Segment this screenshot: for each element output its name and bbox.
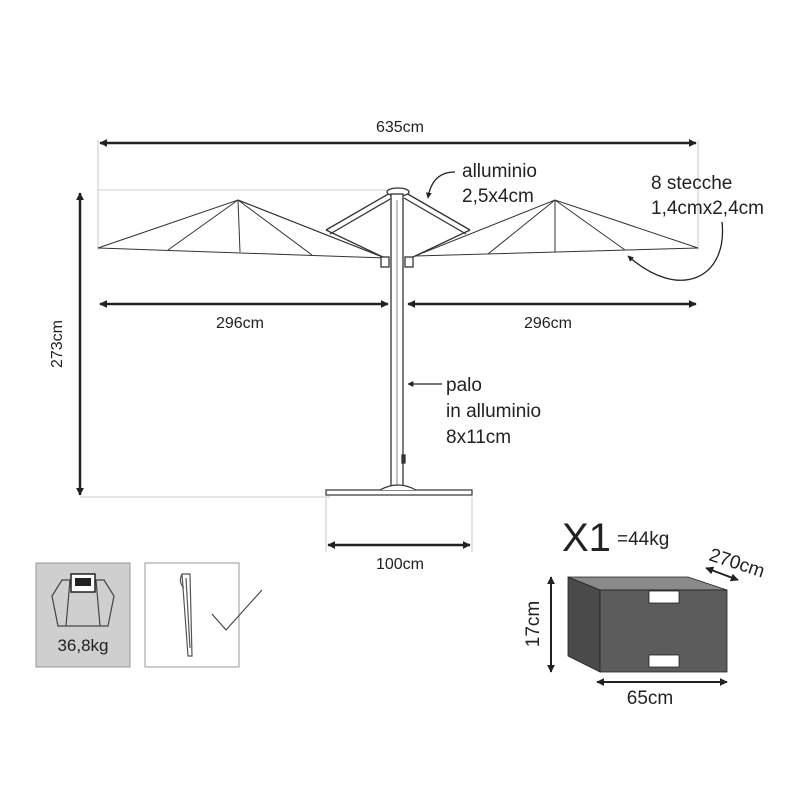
hex-key-accessory (144, 562, 263, 668)
ribs-callout: 8 stecche 1,4cmx2,4cm (627, 173, 764, 281)
package-quantity: X1 (562, 516, 611, 560)
arms-material-callout: alluminio 2,5x4cm (425, 161, 537, 207)
total-height-label: 273cm (49, 320, 66, 368)
base-weight-label: 36,8kg (57, 636, 108, 655)
total-width-dimension: 635cm (99, 119, 697, 147)
checkmark-icon (211, 589, 263, 631)
ribs-size-label: 1,4cmx2,4cm (651, 198, 764, 219)
package-width-label: 65cm (627, 688, 673, 709)
pole-label: palo (446, 375, 482, 396)
left-canopy (97, 199, 386, 259)
base-weight-accessory: 36,8kg (35, 562, 131, 668)
base-width-label: 100cm (376, 556, 424, 573)
arms-material-label: alluminio (462, 161, 537, 182)
pole-material-label: in alluminio (446, 401, 541, 422)
total-width-label: 635cm (376, 119, 424, 136)
left-canopy-width-dimension: 296cm (99, 300, 389, 332)
right-canopy (414, 199, 699, 257)
package-length-arrow (705, 566, 739, 582)
total-height-dimension: 273cm (49, 192, 84, 496)
base-width-dimension: 100cm (327, 541, 471, 573)
right-canopy-width-label: 296cm (524, 315, 572, 332)
hex-key-icon (179, 573, 193, 657)
pole-callout: palo in alluminio 8x11cm (407, 375, 541, 448)
guide-lines (80, 140, 699, 552)
left-canopy-width-label: 296cm (216, 315, 264, 332)
package-height-label: 17cm (523, 601, 544, 647)
base (325, 484, 473, 496)
package-length-label: 270cm (706, 545, 767, 583)
base-weight-icon (51, 573, 115, 627)
arms-size-label: 2,5x4cm (462, 186, 534, 207)
package-box (567, 576, 728, 673)
right-canopy-width-dimension: 296cm (407, 300, 697, 332)
pole-size-label: 8x11cm (446, 427, 511, 448)
pole (390, 193, 406, 491)
ribs-count-label: 8 stecche (651, 173, 732, 194)
package-weight: =44kg (617, 529, 669, 550)
package: X1 =44kg 270cm 17cm 65cm (523, 516, 767, 709)
